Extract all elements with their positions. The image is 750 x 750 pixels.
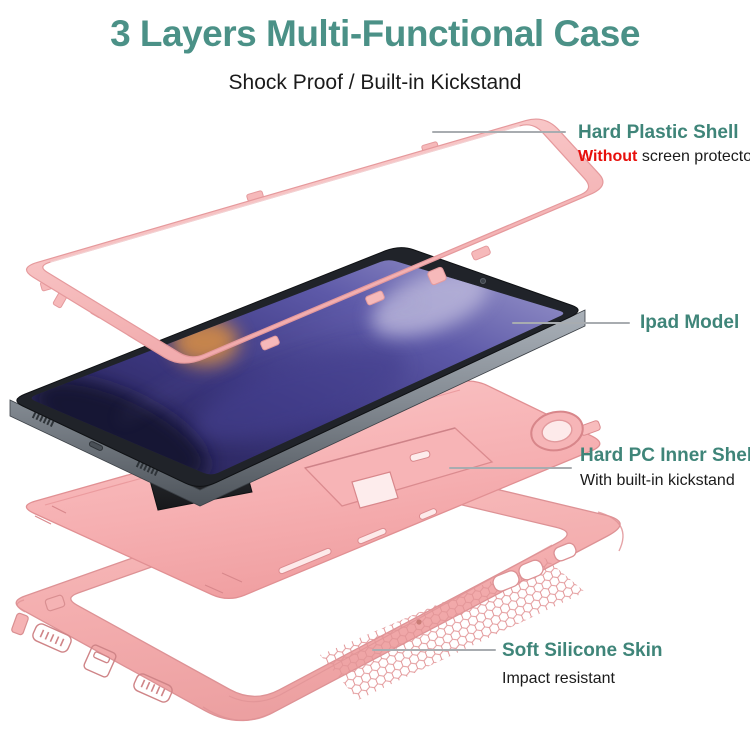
shell-front-slits (278, 508, 438, 575)
leader-line-hard-plastic-shell (432, 131, 566, 133)
annotation-ipad-model: Ipad Model (640, 312, 740, 333)
skin-corner-bumper-right (597, 511, 624, 552)
kickstand-latch (351, 471, 399, 509)
skin-corner-clip (44, 594, 66, 612)
speaker-grille-cutout (32, 623, 72, 653)
skin-inner-ledge (228, 544, 553, 703)
skin-corner-bumper-left (16, 599, 26, 613)
kickstand-recess (303, 427, 494, 509)
power-button-cutout (553, 542, 577, 562)
plastic-shell-layer (26, 118, 604, 364)
page-subtitle: Shock Proof / Built-in Kickstand (228, 71, 522, 94)
skin-corner-clip (11, 612, 29, 636)
annotation-soft-silicone-skin: Soft Silicone Skin (502, 640, 663, 661)
front-camera (479, 277, 486, 284)
camera-hole (530, 410, 584, 452)
usb-port (88, 441, 104, 451)
mic-pinhole (416, 619, 422, 625)
annotation-hard-pc-inner-shell-note: With built-in kickstand (580, 472, 735, 489)
volume-button-cutout (492, 559, 544, 592)
tablet-speaker-grille (31, 412, 159, 476)
leader-line-ipad-model (512, 322, 630, 324)
skin-corner-bumper-front (202, 706, 275, 722)
annotation-hard-pc-inner-shell: Hard PC Inner Shell (580, 445, 750, 466)
leader-line-hard-pc-inner-shell (449, 467, 572, 469)
note-text: screen protector (637, 148, 750, 165)
tablet-edge (9, 309, 586, 507)
note-highlight: Without (578, 148, 638, 165)
annotation-hard-plastic-shell: Hard Plastic Shell (578, 122, 739, 143)
shell-corner-cushion (34, 505, 243, 594)
port-flap-cutout (83, 644, 117, 678)
leader-line-soft-silicone-skin (372, 649, 496, 651)
page-title: 3 Layers Multi-Functional Case (110, 13, 640, 54)
annotation-soft-silicone-skin-note: Impact resistant (502, 670, 615, 687)
frame-highlight (50, 125, 520, 263)
honeycomb-texture (320, 558, 585, 700)
speaker-grille-cutout (133, 673, 173, 703)
annotation-hard-plastic-shell-note: Without screen protector (578, 148, 750, 166)
frame-ring (26, 118, 604, 364)
